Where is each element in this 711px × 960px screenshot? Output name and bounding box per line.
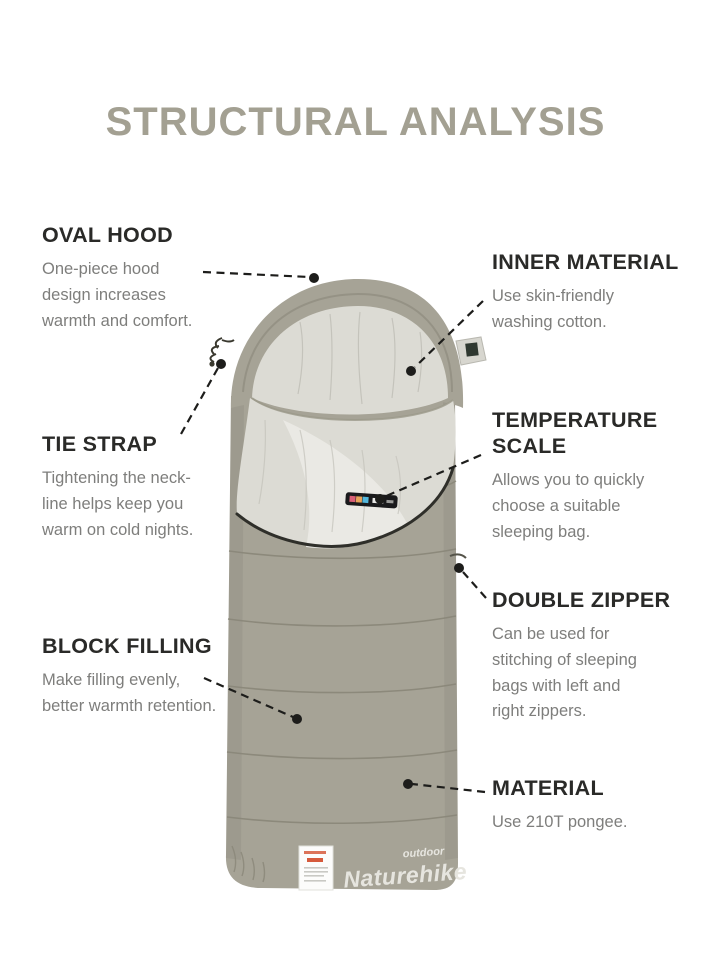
callout-double-zipper: DOUBLE ZIPPER Can be used for stitching … — [492, 587, 687, 725]
leader-dots — [216, 273, 464, 789]
leader-line-temperature-scale — [383, 453, 482, 499]
callout-title: INNER MATERIAL — [492, 250, 679, 274]
callout-description: Tightening the neck- line helps keep you… — [42, 469, 194, 539]
leader-line-block-filling — [203, 676, 294, 719]
hood-lining — [252, 306, 448, 415]
callout-title: TEMPERATURE SCALE — [492, 408, 658, 459]
leader-lines — [180, 270, 487, 794]
callout-title: OVAL HOOD — [42, 223, 173, 247]
flap-piping — [235, 466, 455, 548]
brand-script-text: outdoor — [402, 845, 445, 860]
zipper-pull — [449, 553, 467, 559]
open-flap — [235, 397, 456, 549]
page-title: STRUCTURAL ANALYSIS — [105, 100, 606, 144]
quilt-seams — [226, 480, 458, 825]
callout-title: TIE STRAP — [42, 432, 157, 456]
leader-dot-temperature-scale — [375, 494, 385, 504]
leader-line-double-zipper — [462, 571, 487, 599]
leader-dot-tie-strap — [216, 359, 226, 369]
callout-material: MATERIAL Use 210T pongee. — [492, 775, 687, 836]
leader-dot-material — [403, 779, 413, 789]
tie-strap-cord — [209, 337, 235, 367]
leader-line-inner-material — [414, 300, 484, 368]
callout-title: BLOCK FILLING — [42, 634, 212, 658]
leader-dot-block-filling — [292, 714, 302, 724]
flap-crinkles — [258, 419, 402, 533]
care-label-tag — [298, 845, 334, 891]
callout-title: MATERIAL — [492, 776, 604, 800]
leader-line-oval-hood — [202, 270, 310, 279]
callout-description: One-piece hood design increases warmth a… — [42, 260, 193, 330]
leader-line-material — [411, 782, 486, 794]
callout-description: Use 210T pongee. — [492, 813, 628, 832]
leader-dot-inner-material — [406, 366, 416, 376]
callout-inner-material: INNER MATERIAL Use skin-friendly washing… — [492, 249, 687, 336]
callout-title: DOUBLE ZIPPER — [492, 588, 671, 612]
callout-tie-strap: TIE STRAP Tightening the neck- line help… — [42, 431, 222, 543]
leader-dot-double-zipper — [454, 563, 464, 573]
callout-description: Use skin-friendly washing cotton. — [492, 287, 614, 331]
bag-hood — [230, 279, 464, 415]
leader-line-tie-strap — [180, 367, 219, 435]
callout-description: Can be used for stitching of sleeping ba… — [492, 625, 637, 721]
leader-dot-oval-hood — [309, 273, 319, 283]
callout-description: Allows you to quickly choose a suitable … — [492, 471, 645, 541]
zipper-tab — [455, 336, 487, 366]
callout-block-filling: BLOCK FILLING Make filling evenly, bette… — [42, 633, 252, 720]
callout-temperature-scale: TEMPERATURE SCALE Allows you to quickly … — [492, 407, 687, 546]
callout-oval-hood: OVAL HOOD One-piece hood design increase… — [42, 222, 217, 334]
callout-description: Make filling evenly, better warmth reten… — [42, 671, 217, 715]
bottom-pleats — [231, 845, 266, 883]
